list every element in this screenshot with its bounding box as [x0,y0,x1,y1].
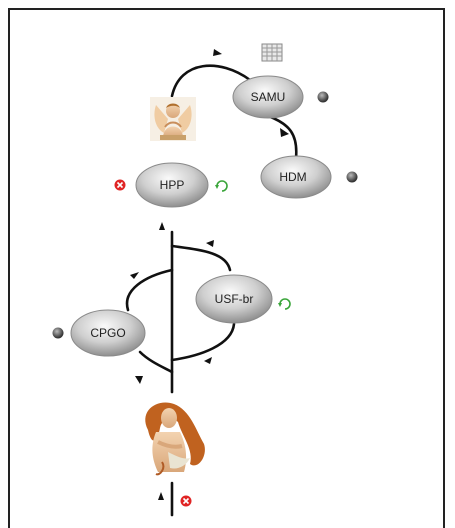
node-hdm[interactable]: HDM [260,155,332,199]
arrow-icon [280,128,289,137]
node-samu-label: SAMU [251,90,286,104]
node-hpp[interactable]: HPP [135,162,209,208]
node-samu[interactable]: SAMU [232,75,304,119]
venus-image-icon[interactable] [145,402,205,476]
gray-dot-icon[interactable] [346,171,358,183]
arrow-icon [130,272,139,279]
arrow-icon [213,49,222,56]
node-cpgo-label: CPGO [90,326,125,340]
arrow-icon [204,357,212,364]
red-x-icon[interactable] [114,179,126,191]
arrow-icon [135,376,143,384]
node-usf-br-label: USF-br [215,292,254,306]
green-refresh-icon[interactable] [278,298,291,310]
node-usf-br[interactable]: USF-br [195,274,273,324]
arrow-icon [158,492,164,500]
edge-samu-hdm[interactable] [266,114,298,160]
arrow-icon [159,222,165,230]
edge-cpgo-trunk[interactable] [138,350,174,374]
arrow-icon [206,240,214,247]
node-cpgo[interactable]: CPGO [70,309,146,357]
edge-usf-trunk[interactable] [170,322,236,362]
green-refresh-icon[interactable] [215,180,228,192]
diagram-frame [8,8,445,528]
gray-dot-icon[interactable] [52,327,64,339]
edge-trunk-cpgo-upper[interactable] [125,268,174,312]
red-x-icon[interactable] [180,495,192,507]
edge-trunk-usf[interactable] [170,244,232,272]
node-hpp-label: HPP [160,178,185,192]
node-hdm-label: HDM [279,170,306,184]
cherub-image-icon[interactable] [150,97,196,141]
edge-hpp-samu[interactable] [170,64,252,98]
grid-icon[interactable] [261,43,283,62]
arrowheads [130,49,289,500]
gray-dot-icon[interactable] [317,91,329,103]
